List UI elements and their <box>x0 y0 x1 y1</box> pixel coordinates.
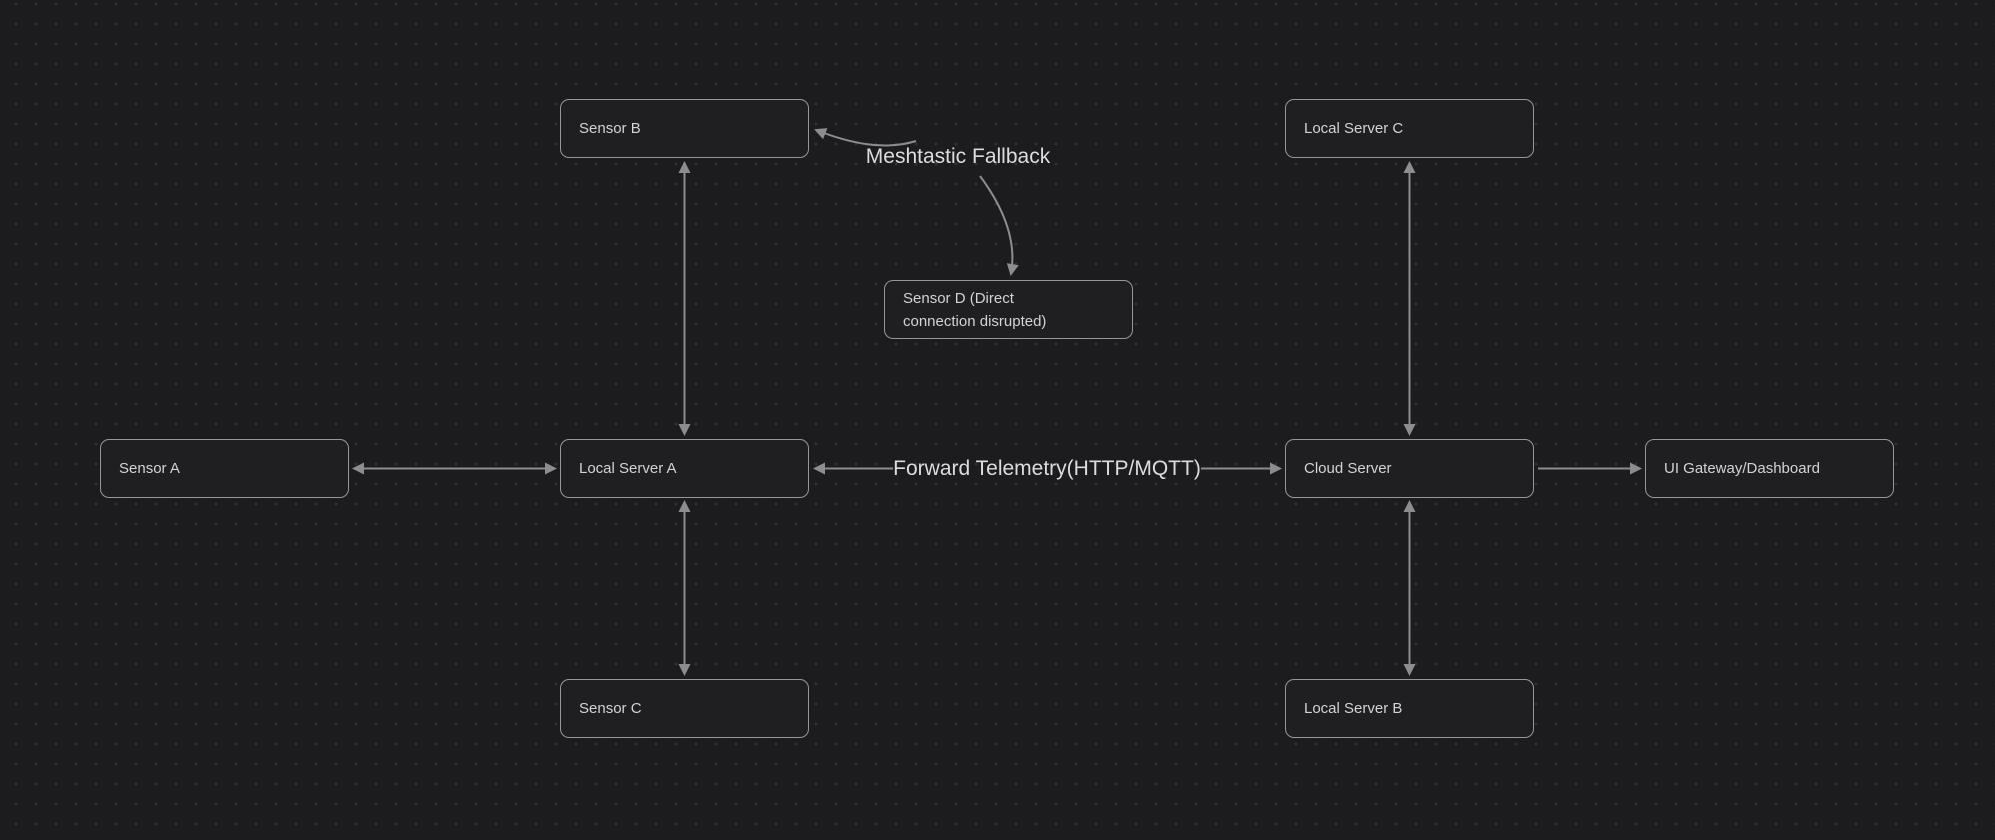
node-ui-gateway-dashboard[interactable]: UI Gateway/Dashboard <box>1645 439 1894 498</box>
node-local-server-c-label: Local Server C <box>1304 120 1404 137</box>
node-sensor-d-label: Sensor D (Direct connection disrupted) <box>903 289 1047 330</box>
edge-label-forward-telemetry[interactable]: Forward Telemetry(HTTP/MQTT) <box>893 457 1201 480</box>
node-ui-gateway-dashboard-label: UI Gateway/Dashboard <box>1664 460 1820 477</box>
node-local-server-b-label: Local Server B <box>1304 700 1403 717</box>
edge-label-meshtastic-fallback[interactable]: Meshtastic Fallback <box>865 145 1051 168</box>
node-sensor-c[interactable]: Sensor C <box>560 679 809 738</box>
node-sensor-c-label: Sensor C <box>579 700 642 717</box>
node-cloud-server[interactable]: Cloud Server <box>1285 439 1534 498</box>
connector-meshtastic-fallback-sensor-b[interactable] <box>814 128 917 147</box>
node-sensor-a[interactable]: Sensor A <box>100 439 349 498</box>
connector-meshtastic-fallback-sensor-d[interactable] <box>979 175 1019 276</box>
node-sensor-b[interactable]: Sensor B <box>560 99 809 158</box>
node-local-server-a[interactable]: Local Server A <box>560 439 809 498</box>
node-local-server-c[interactable]: Local Server C <box>1285 99 1534 158</box>
node-sensor-d[interactable]: Sensor D (Direct connection disrupted) <box>884 280 1133 339</box>
node-sensor-a-label: Sensor A <box>119 460 180 477</box>
node-sensor-b-label: Sensor B <box>579 120 641 137</box>
node-local-server-a-label: Local Server A <box>579 460 677 477</box>
node-local-server-b[interactable]: Local Server B <box>1285 679 1534 738</box>
node-cloud-server-label: Cloud Server <box>1304 460 1392 477</box>
